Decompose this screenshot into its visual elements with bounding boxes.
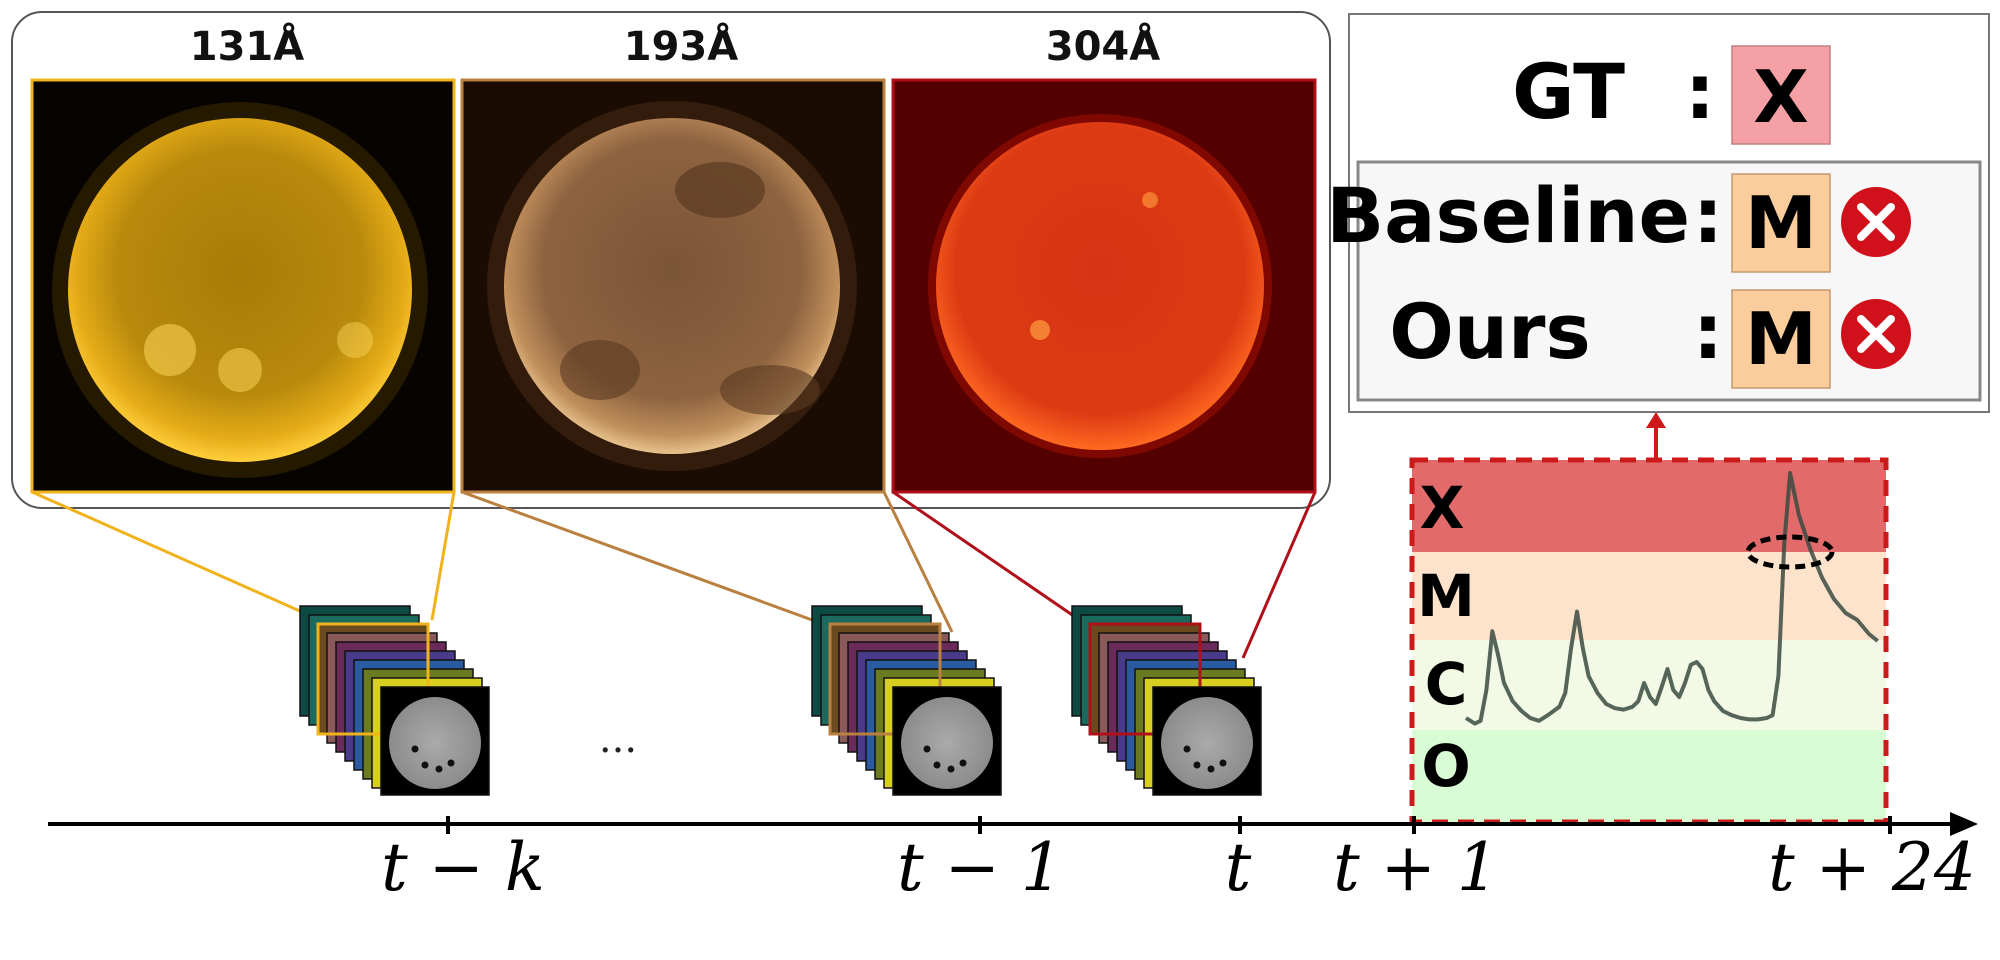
sunspot [923, 745, 931, 753]
coronal-hole-193 [720, 365, 820, 415]
sunspot [933, 761, 941, 769]
active-region-131 [218, 348, 262, 392]
bright-point-304 [1142, 192, 1158, 208]
connector-304-right [1241, 491, 1317, 659]
gt-value: X [1753, 55, 1809, 139]
highlighted-layer [1088, 622, 1202, 736]
connector-lines [31, 490, 1317, 660]
sunspot [947, 765, 955, 773]
connector-193-right [882, 491, 954, 633]
highlighted-layer [316, 622, 430, 736]
arrow-right-icon [1950, 812, 1978, 836]
band-o [1412, 730, 1886, 822]
magnetogram-disk [1161, 697, 1253, 789]
magnetogram-disk [389, 697, 481, 789]
connector-131-right [430, 491, 456, 621]
time-label-t-minus-k: t − k [381, 829, 545, 906]
image-stack-t-minus-1 [811, 605, 1002, 796]
connector-193-left [461, 490, 846, 634]
sunspot [421, 761, 429, 769]
band-label-m: M [1417, 562, 1475, 630]
peak-highlight [1745, 534, 1835, 570]
band-label-c: C [1425, 650, 1468, 718]
sunspot [1183, 745, 1191, 753]
sun-disk-304 [936, 122, 1264, 450]
image-stack-t-minus-k [299, 605, 490, 796]
panel-title-304: 304Å [1046, 21, 1160, 70]
active-region-131 [144, 324, 196, 376]
time-label-t-plus-24: t + 24 [1768, 829, 1976, 906]
arrow-up-icon [1646, 412, 1666, 428]
time-label-t-plus-1: t + 1 [1333, 829, 1499, 906]
bright-point-304 [1030, 320, 1050, 340]
panel-title-131: 131Å [190, 21, 304, 70]
panel-title-193: 193Å [624, 21, 738, 70]
band-label-x: X [1420, 474, 1465, 542]
wavelength-panel-131: 131Å [30, 21, 456, 494]
ours-separator: : [1693, 287, 1723, 376]
baseline-value: M [1745, 181, 1817, 265]
time-label-t-minus-1: t − 1 [897, 829, 1063, 906]
gt-label: GT [1512, 47, 1625, 136]
ours-wrong-icon [1841, 299, 1911, 369]
sunspot [1219, 759, 1227, 767]
time-label-t: t [1225, 829, 1252, 906]
sunspot [1207, 765, 1215, 773]
coronal-hole-193 [560, 340, 640, 400]
timeline: t − k t − 1 t t + 1 t + 24 [48, 812, 1978, 906]
ours-value: M [1745, 297, 1817, 381]
baseline-value-chip [1731, 173, 1831, 273]
band-m [1412, 552, 1886, 640]
ellipsis: ... [599, 716, 637, 762]
ours-value-chip [1731, 289, 1831, 389]
close-icon [1857, 315, 1895, 353]
sunspot [435, 765, 443, 773]
gt-separator: : [1685, 47, 1715, 136]
ours-label: Ours [1389, 287, 1590, 376]
sunspot [447, 759, 455, 767]
wavelength-panel-193: 193Å [460, 21, 886, 494]
forecast-chart: X M C O [1409, 457, 1889, 825]
baseline-separator: : [1693, 171, 1723, 260]
sunspot [959, 759, 967, 767]
wavelength-panel-304: 304Å [891, 21, 1317, 494]
magnetogram-disk [901, 697, 993, 789]
connector-131-left [31, 490, 321, 622]
sunspot [411, 745, 419, 753]
sun-disk-131 [68, 118, 412, 462]
active-region-131 [337, 322, 373, 358]
sunspot [1193, 761, 1201, 769]
coronal-hole-193 [675, 162, 765, 218]
close-icon [1857, 203, 1895, 241]
results-box: GT : X Baseline : M Ours : M [1326, 13, 1990, 413]
gt-value-chip [1731, 45, 1831, 145]
band-label-o: O [1421, 732, 1470, 800]
highlighted-layer [828, 622, 942, 736]
baseline-wrong-icon [1841, 187, 1911, 257]
image-stack-t [1071, 605, 1262, 796]
baseline-label: Baseline [1326, 171, 1690, 260]
